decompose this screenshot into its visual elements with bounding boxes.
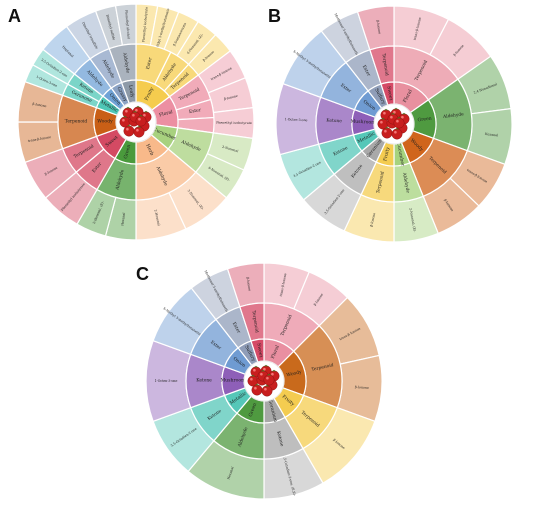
descriptor-label: Geranium xyxy=(267,399,279,423)
class-label: Ester xyxy=(231,322,241,336)
descriptor-label: Green xyxy=(248,402,259,417)
compound-label: Hexanal xyxy=(120,212,126,226)
compound-label: Hexanal xyxy=(226,466,234,480)
panel-letter: A xyxy=(8,6,21,26)
compound-label: β-Ionone xyxy=(32,102,47,108)
compound-label: Hexanal xyxy=(485,132,499,137)
class-label: Aldehyde xyxy=(121,51,130,74)
compound-label: β-Ionone xyxy=(313,292,324,306)
tomato-cluster-icon xyxy=(119,105,152,138)
compound-label: β-Ionone xyxy=(44,166,58,177)
compound-label: 2-Nonenal xyxy=(222,145,239,153)
compound-label: 2-Hexenal xyxy=(153,209,160,226)
class-label: Terpenoid xyxy=(65,120,88,125)
compound-label: Phenethyl isobutyrate xyxy=(216,121,252,125)
descriptor-label: Floral xyxy=(158,109,173,118)
compound-label: Phenethyl isobutyrate xyxy=(141,6,148,42)
class-label: Terpenoid xyxy=(311,363,334,373)
compound-label: trans-β-Ionone xyxy=(279,273,288,297)
class-label: Ester xyxy=(189,108,202,115)
panel-letter: C xyxy=(136,264,149,284)
compound-label: β-Ionone xyxy=(355,385,369,390)
compound-label: Dimethyl sulfide xyxy=(105,14,116,41)
class-label: Ketone xyxy=(326,119,342,125)
descriptor-label: Fruity xyxy=(382,146,391,162)
compound-label: β-Ionone xyxy=(443,198,454,212)
descriptor-label: Sweet xyxy=(256,343,264,358)
compound-label: Phenethyl alcohol xyxy=(124,10,130,39)
descriptor-label: Herb xyxy=(144,143,154,156)
class-label: Ester xyxy=(146,56,154,70)
descriptor-label: Mushroom xyxy=(350,119,376,126)
compound-label: β-Ionone xyxy=(376,20,382,35)
class-label: Ketone xyxy=(196,379,212,384)
compound-label: 2-Nonenal, (E)- xyxy=(408,208,417,233)
descriptor-label: Woody xyxy=(97,119,113,125)
class-label: Ester xyxy=(361,65,371,79)
descriptor-label: Mushroom xyxy=(220,378,246,384)
panel-letter: B xyxy=(268,6,281,26)
class-label: Terpenoid xyxy=(376,171,386,194)
tomato-cluster-icon xyxy=(247,364,280,397)
compound-label: 1-Octen-3-one xyxy=(155,379,178,383)
compound-label: trans-β-Ionone xyxy=(413,17,422,41)
descriptor-label: Floral xyxy=(402,88,414,104)
tomato-cluster-icon xyxy=(377,107,410,140)
descriptor-label: Green xyxy=(417,116,432,124)
class-label: Terpenoid xyxy=(380,53,388,76)
compound-label: β-Ionone xyxy=(224,94,239,101)
class-label: Ketone xyxy=(333,146,349,158)
compound-label: 1-Octen-3-one xyxy=(285,117,308,122)
compound-label: β-Ionone xyxy=(246,277,252,292)
class-label: Aldehyde xyxy=(442,112,465,120)
compound-label: trans-β-Ionone xyxy=(28,135,52,143)
descriptor-label: Green xyxy=(123,144,132,159)
class-label: Terpenoid xyxy=(250,310,258,333)
class-label: Aldehyde xyxy=(115,169,126,192)
class-label: Aldehyde xyxy=(401,171,410,194)
descriptor-label: Leafy xyxy=(127,85,135,99)
descriptor-label: Sweet xyxy=(386,86,394,101)
descriptor-label: Woody xyxy=(286,369,303,378)
descriptor-label: Fruity xyxy=(144,86,156,102)
class-label: Ketone xyxy=(275,431,284,448)
wheel-panel-b: Btrans-β-Iononeβ-IononeTerpenoidFloral2,… xyxy=(268,5,513,243)
compound-label: β-Ionone xyxy=(369,212,376,227)
class-label: Ester xyxy=(339,83,352,95)
class-label: Ester xyxy=(209,340,222,352)
descriptor-label: Floral xyxy=(270,344,281,360)
descriptor-label: Cucumber xyxy=(395,142,406,168)
